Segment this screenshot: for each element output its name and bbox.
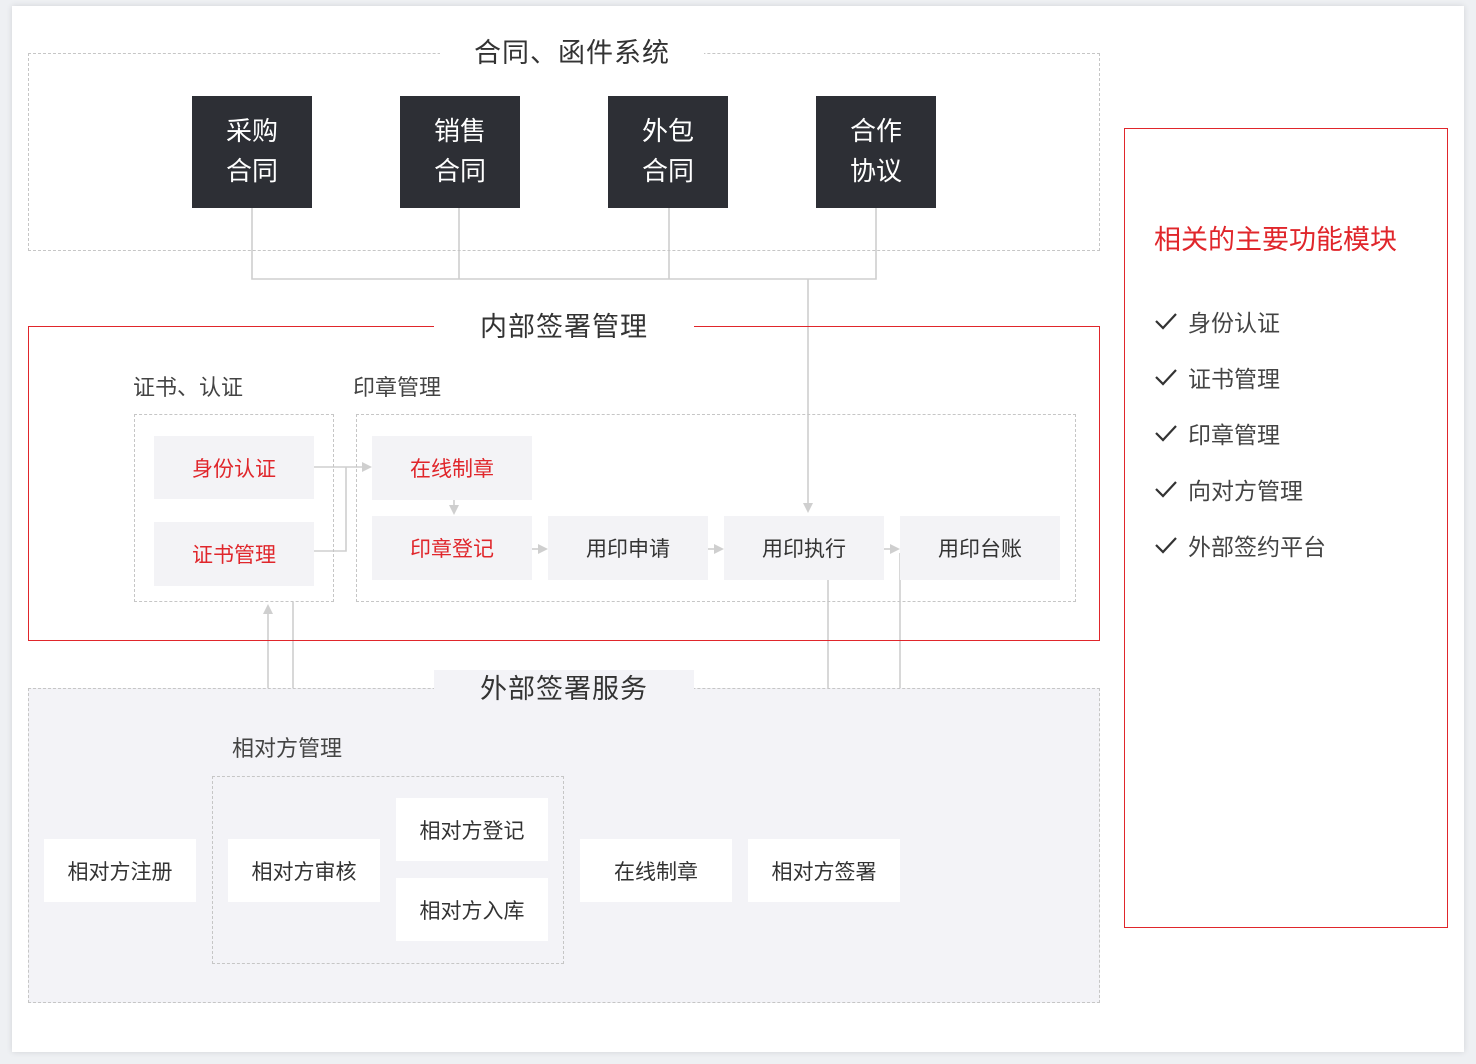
cooperation-agreement-box[interactable]: 合作协议 [816,96,936,208]
side-panel [1124,128,1448,928]
diagram-canvas: 合同、函件系统 采购合同 销售合同 外包合同 合作协议 内部签署管理 证书、认证… [12,6,1464,1052]
side-panel-title: 相关的主要功能模块 [1154,225,1397,256]
check-icon [1155,425,1177,442]
cp-storage-node[interactable]: 相对方入库 [396,878,548,941]
cp-record-node[interactable]: 相对方登记 [396,798,548,861]
seal-group-frame [356,414,1076,602]
seal-execute-node[interactable]: 用印执行 [724,516,884,580]
external-signing-title: 外部签署服务 [434,670,694,710]
cp-sign-node[interactable]: 相对方签署 [748,839,900,902]
side-item-seal: 印章管理 [1154,416,1280,450]
cert-to-seal-line [314,467,347,552]
contract-system-title: 合同、函件系统 [440,34,704,74]
side-item-identity: 身份认证 [1154,304,1280,338]
seal-group-label: 印章管理 [353,376,442,401]
check-icon [1155,369,1177,386]
cert-group-label: 证书、认证 [133,376,244,401]
seal-apply-node[interactable]: 用印申请 [548,516,708,580]
outsourcing-contract-box[interactable]: 外包合同 [608,96,728,208]
check-icon [1155,313,1177,330]
seal-register-node[interactable]: 印章登记 [372,516,532,580]
contract-system-frame [28,53,1100,251]
check-icon [1155,481,1177,498]
side-item-counterparty: 向对方管理 [1154,472,1303,506]
ext-online-seal-node[interactable]: 在线制章 [580,839,732,902]
side-item-external-platform: 外部签约平台 [1154,528,1326,562]
seal-ledger-node[interactable]: 用印台账 [900,516,1060,580]
external-signing-frame [28,688,1100,1003]
top-bus-line [251,207,877,280]
cp-register-node[interactable]: 相对方注册 [44,839,196,902]
identity-auth-node[interactable]: 身份认证 [154,436,314,499]
counterparty-group-frame [212,776,564,964]
counterparty-group-label: 相对方管理 [232,737,343,762]
cert-mgmt-node[interactable]: 证书管理 [154,522,314,586]
side-item-cert: 证书管理 [1154,360,1280,394]
cert-group-frame [134,414,334,602]
purchase-contract-box[interactable]: 采购合同 [192,96,312,208]
online-seal-node[interactable]: 在线制章 [372,436,532,500]
internal-signing-title: 内部签署管理 [434,308,694,348]
cp-review-node[interactable]: 相对方审核 [228,839,380,902]
sales-contract-box[interactable]: 销售合同 [400,96,520,208]
check-icon [1155,537,1177,554]
